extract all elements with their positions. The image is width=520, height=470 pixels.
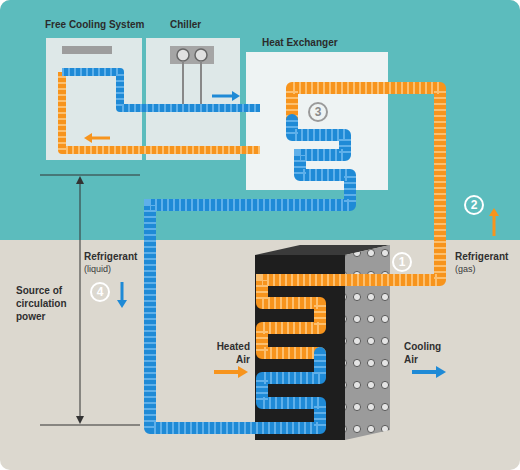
pipe-liquid bbox=[150, 120, 350, 428]
callout-number: 2 bbox=[464, 195, 484, 215]
panel-heading: Chiller bbox=[170, 19, 201, 30]
panel-heading: Free Cooling System bbox=[45, 19, 144, 30]
callout-number: 3 bbox=[308, 102, 328, 122]
chiller-line bbox=[200, 61, 202, 104]
annotation-label: Refrigerant bbox=[455, 250, 508, 263]
callout-number: 4 bbox=[90, 282, 110, 302]
chiller-unit bbox=[170, 46, 214, 64]
annotation-label: Source of circulation power bbox=[16, 284, 76, 323]
flow-arrow bbox=[84, 91, 499, 378]
panel-heading: Heat Exchanger bbox=[262, 37, 338, 48]
equipment-panel: Chiller bbox=[146, 38, 240, 160]
chiller-fan bbox=[195, 49, 207, 61]
pipe-liquid bbox=[150, 120, 350, 428]
equipment-bar bbox=[62, 46, 112, 54]
pipe-liquid bbox=[62, 72, 260, 108]
equipment-panel: Free Cooling System bbox=[46, 38, 142, 160]
callout-number: 1 bbox=[392, 252, 412, 272]
annotation-label: (liquid) bbox=[84, 263, 111, 276]
annotation-label: Heated Air bbox=[204, 340, 250, 366]
panel bbox=[146, 38, 240, 160]
annotation-label: Refrigerant bbox=[84, 250, 137, 263]
chiller-fan bbox=[177, 49, 189, 61]
chiller-line bbox=[182, 61, 184, 104]
annotation-label: Cooling Air bbox=[404, 340, 450, 366]
pipe-gas bbox=[62, 72, 260, 150]
pipe-gas bbox=[62, 72, 260, 150]
annotation-label: (gas) bbox=[455, 263, 476, 276]
pipe-liquid bbox=[62, 72, 260, 108]
